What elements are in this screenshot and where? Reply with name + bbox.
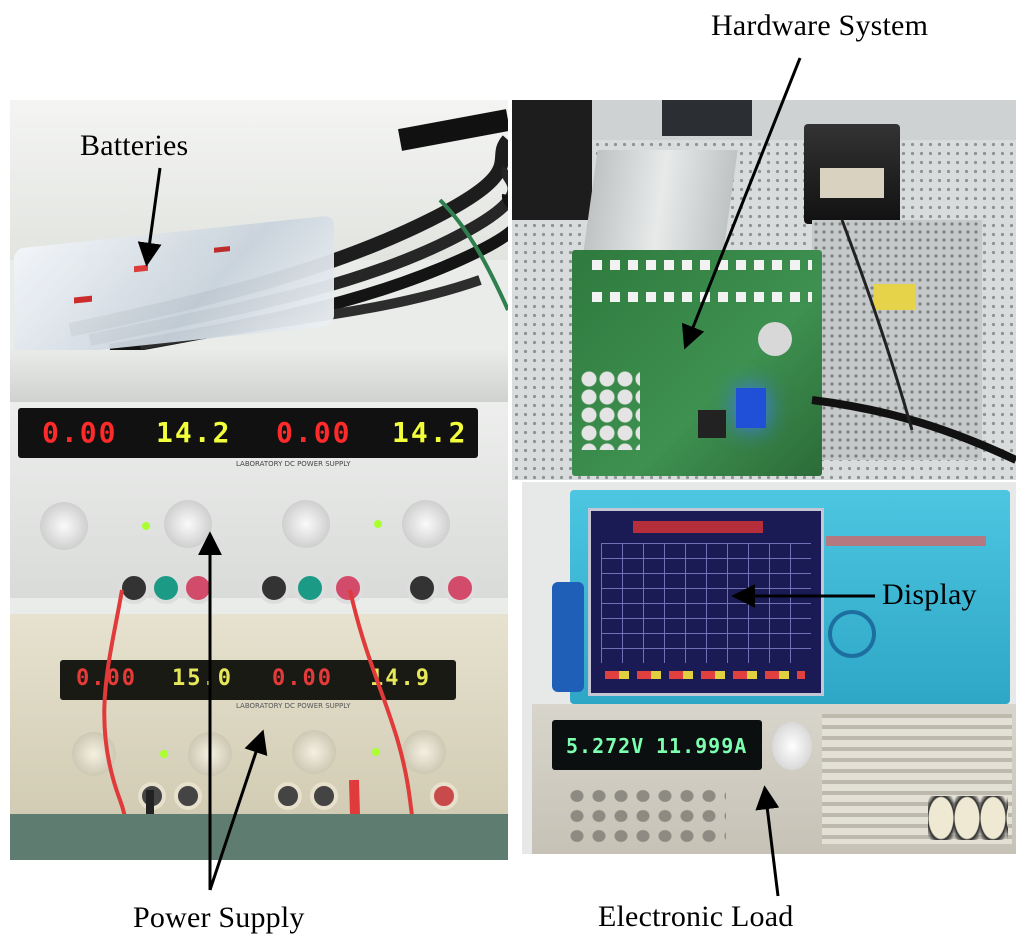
output-jack xyxy=(406,572,438,604)
keypad-image xyxy=(566,786,726,846)
display-unit-image xyxy=(570,490,1010,704)
voltage-readout: 5.272V xyxy=(566,734,645,758)
power-supply-top: 0.00 14.2 0.00 14.2 LABORATORY DC POWER … xyxy=(10,350,508,604)
led-indicator xyxy=(160,750,168,758)
hardware-system-label: Hardware System xyxy=(711,9,929,42)
current-knob xyxy=(282,500,330,548)
output-jack xyxy=(430,782,458,810)
electronic-load-label: Electronic Load xyxy=(598,900,794,933)
current-readout-2: 0.00 xyxy=(276,416,352,449)
output-jack xyxy=(118,572,150,604)
output-jack xyxy=(258,572,290,604)
output-jack xyxy=(310,782,338,810)
load-readout-strip: 5.272V 11.999A xyxy=(552,720,762,770)
output-jack xyxy=(444,572,476,604)
voltage-readout-1: 14.2 xyxy=(156,416,232,449)
output-jack xyxy=(294,572,326,604)
display-screen-image xyxy=(588,508,824,696)
readout-strip: 0.00 14.2 0.00 14.2 xyxy=(18,408,478,458)
load-adjust-knob xyxy=(772,722,812,770)
voltage-readout-2: 14.2 xyxy=(392,416,468,449)
current-knob xyxy=(292,730,336,774)
panel-caption: LABORATORY DC POWER SUPPLY xyxy=(236,702,351,710)
readout-strip: 0.00 15.0 0.00 14.9 xyxy=(60,660,456,700)
current-readout: 11.999A xyxy=(656,734,748,758)
power-supply-bottom: 0.00 15.0 0.00 14.9 LABORATORY DC POWER … xyxy=(10,614,508,814)
panel-caption: LABORATORY DC POWER SUPPLY xyxy=(236,460,351,468)
left-photo: 0.00 14.2 0.00 14.2 LABORATORY DC POWER … xyxy=(10,100,508,860)
test-leads-image xyxy=(10,589,432,860)
power-supply-label: Power Supply xyxy=(133,901,305,934)
current-knob xyxy=(40,502,88,550)
current-readout-2: 0.00 xyxy=(272,666,333,691)
led-indicator xyxy=(142,522,150,530)
output-jack xyxy=(150,572,182,604)
output-jack xyxy=(274,782,302,810)
led-indicator xyxy=(374,520,382,528)
hardware-system-photo xyxy=(512,100,1016,480)
transformer-image xyxy=(804,124,900,224)
voltage-knob xyxy=(402,730,446,774)
output-jack xyxy=(332,572,364,604)
display-load-photo: 5.272V 11.999A xyxy=(522,482,1016,854)
led-indicator xyxy=(372,748,380,756)
voltage-knob xyxy=(402,500,450,548)
current-readout-1: 0.00 xyxy=(42,416,118,449)
electronic-load-image: 5.272V 11.999A xyxy=(532,704,1016,854)
display-label: Display xyxy=(882,578,977,611)
output-jack xyxy=(174,782,202,810)
voltage-readout-1: 15.0 xyxy=(172,666,233,691)
batteries-label: Batteries xyxy=(80,129,189,162)
